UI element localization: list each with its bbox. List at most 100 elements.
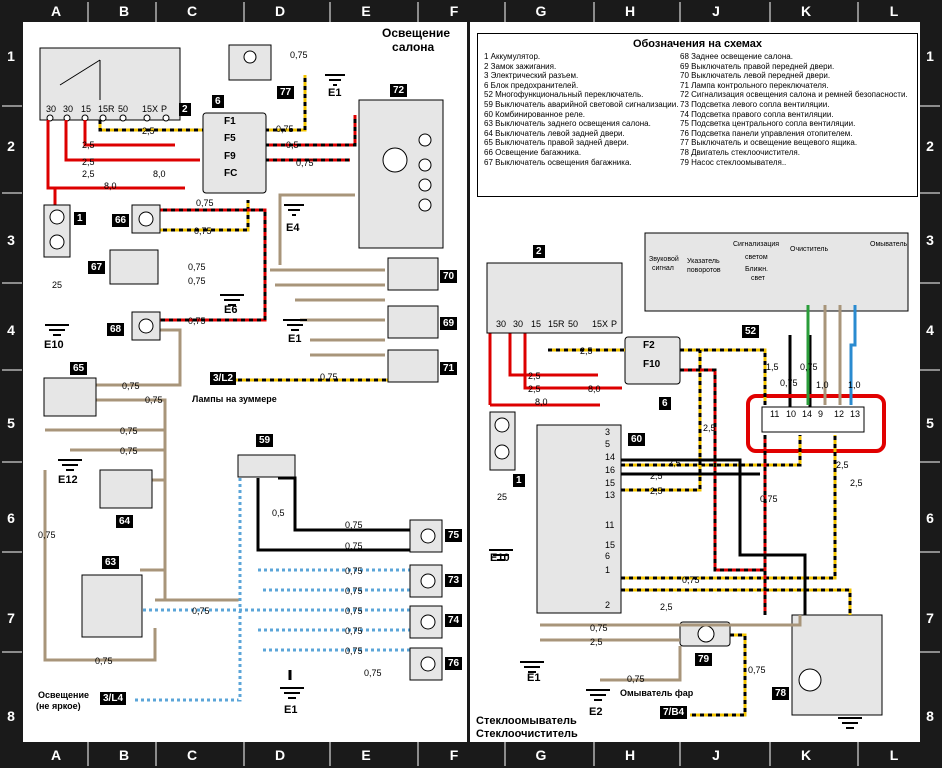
relay-pin-label: 15: [605, 478, 616, 488]
red-wires-left: [46, 120, 622, 407]
relay-pin-label: 1: [605, 565, 611, 575]
connector-highlight: [746, 394, 886, 453]
connector-pin-label: 10: [786, 409, 797, 419]
ground-e10-left: E10: [44, 339, 64, 351]
ignition-switch-right: [486, 262, 623, 334]
wire-label: 8,0: [588, 384, 601, 394]
door-switch-69: [387, 305, 439, 339]
connector-pin-label: 9: [818, 409, 824, 419]
legend-left-item: 66 Освещение багажника.: [484, 147, 582, 157]
column-label-L: L: [889, 3, 899, 19]
wire-label: 0,75: [800, 362, 818, 372]
ignition-terminal-label: 15X: [142, 104, 159, 114]
component-tag-75: 75: [445, 529, 463, 542]
row-label-5: 5: [7, 415, 15, 431]
legend-right-item: 70 Выключатель левой передней двери.: [680, 71, 831, 81]
component-tag-78: 78: [772, 687, 790, 700]
component-tag-59: 59: [256, 434, 274, 447]
component-tag-64: 64: [116, 515, 134, 528]
legend-title: Обозначения на схемах: [632, 38, 763, 50]
column-label-B: B: [118, 3, 130, 19]
caption-dim-1: Освещение: [38, 690, 89, 700]
wire-label: 2,5: [580, 346, 593, 356]
wire-label: 2,5: [660, 602, 673, 612]
legend-right-item: 69 Выключатель правой передней двери.: [680, 61, 835, 71]
fuse-f1: F1: [224, 116, 236, 127]
component-tag-68: 68: [107, 323, 125, 336]
fuse-f2: F2: [643, 340, 655, 351]
wire-label: 0,75: [364, 668, 382, 678]
door-switch-65: [43, 377, 97, 417]
legend-right-item: 79 Насос стеклоомывателя..: [680, 157, 787, 167]
wire-label: 0,75: [682, 575, 700, 585]
ref-3-l2: 3/L2: [210, 372, 237, 385]
legend-left-column: 1 Аккумулятор.2 Замок зажигания.3 Электр…: [484, 52, 678, 167]
component-tag-63: 63: [102, 556, 120, 569]
wire-label: 1,0: [816, 380, 829, 390]
legend-left-item: 52 Многофункциональный переключатель.: [484, 90, 644, 100]
ground-e12: E12: [58, 474, 78, 486]
connector-pin-label: 11: [770, 409, 780, 419]
component-tag-52: 52: [742, 325, 760, 338]
relay-pin-label: 5: [605, 439, 611, 449]
ignition-terminal-label: 15R: [98, 104, 115, 114]
ref-7-b4: 7/B4: [660, 706, 688, 719]
row-label-5: 5: [926, 415, 934, 431]
wiper-motor-78: [791, 614, 883, 716]
row-label-2: 2: [7, 138, 15, 154]
relay-pin-label: 16: [605, 465, 616, 475]
component-tag-69: 69: [440, 317, 458, 330]
ignition-terminal-label: 50: [568, 319, 579, 329]
row-label-3: 3: [926, 232, 934, 248]
component-tag-60: 60: [628, 433, 646, 446]
combination-relay-60: [536, 424, 622, 614]
wire-label: 0,75: [345, 606, 363, 616]
caption-light-2: Ближн.: [745, 266, 769, 273]
seatbelt-warning-72: [358, 99, 444, 249]
wire-label: 0,75: [38, 530, 56, 540]
wire-label: 0,75: [345, 520, 363, 530]
caption-horn-2: сигнал: [652, 265, 674, 272]
wire-label: 0,75: [345, 566, 363, 576]
ignition-terminal-label: 15R: [548, 319, 565, 329]
ignition-terminal-label: 15X: [592, 319, 609, 329]
fuse-box-right: [624, 336, 681, 385]
wire-label: 0,75: [196, 198, 214, 208]
fuse-f5: F5: [224, 133, 236, 144]
component-tag-2: 2: [179, 103, 191, 116]
wire-label: 0,75: [296, 158, 314, 168]
ground-e4: E4: [286, 222, 300, 234]
wire-label: 0,75: [780, 378, 798, 388]
caption-dim-2: (не яркое): [36, 701, 81, 711]
column-label-G: G: [535, 3, 547, 19]
component-tag-6-right: 6: [659, 397, 671, 410]
caption-turn-2: поворотов: [687, 267, 721, 274]
row-label-2: 2: [926, 138, 934, 154]
door-switch-64: [99, 469, 153, 509]
caption-turn-1: Указатель: [687, 258, 720, 265]
column-label-A: A: [50, 3, 62, 19]
component-tag-77: 77: [277, 86, 295, 99]
fuse-box-6: [202, 112, 267, 194]
wire-label: 0,75: [345, 626, 363, 636]
wire-label: 0,75: [290, 50, 308, 60]
fuse-f10: F10: [643, 359, 661, 370]
column-label-D: D: [274, 3, 286, 19]
legend-right-item: 75 Подсветка центрального сопла вентиляц…: [680, 119, 856, 129]
column-label-A: A: [50, 747, 62, 763]
legend-right-item: 74 Подсветка правого сопла вентиляции.: [680, 109, 834, 119]
legend-right-item: 72 Сигнализация освещения салона и ремне…: [680, 90, 908, 100]
wire-label: 0,75: [188, 276, 206, 286]
wire-label: 2,5: [142, 126, 155, 136]
wire-label: 0,5: [272, 508, 285, 518]
component-tag-73: 73: [445, 574, 463, 587]
wire-label: 1,0: [848, 380, 861, 390]
multifunction-switch-52: [644, 232, 909, 312]
caption-signal: Сигнализация: [733, 241, 780, 248]
legend-left-item: 60 Комбинированное реле.: [484, 109, 586, 119]
legend-right-item: 77 Выключатель и освещение вещевого ящик…: [680, 138, 858, 148]
wire-label: 0,75: [188, 262, 206, 272]
relay-pin-label: 13: [605, 490, 616, 500]
component-tag-2-right: 2: [533, 245, 545, 258]
caption-headwash: Омыватель фар: [620, 688, 694, 698]
